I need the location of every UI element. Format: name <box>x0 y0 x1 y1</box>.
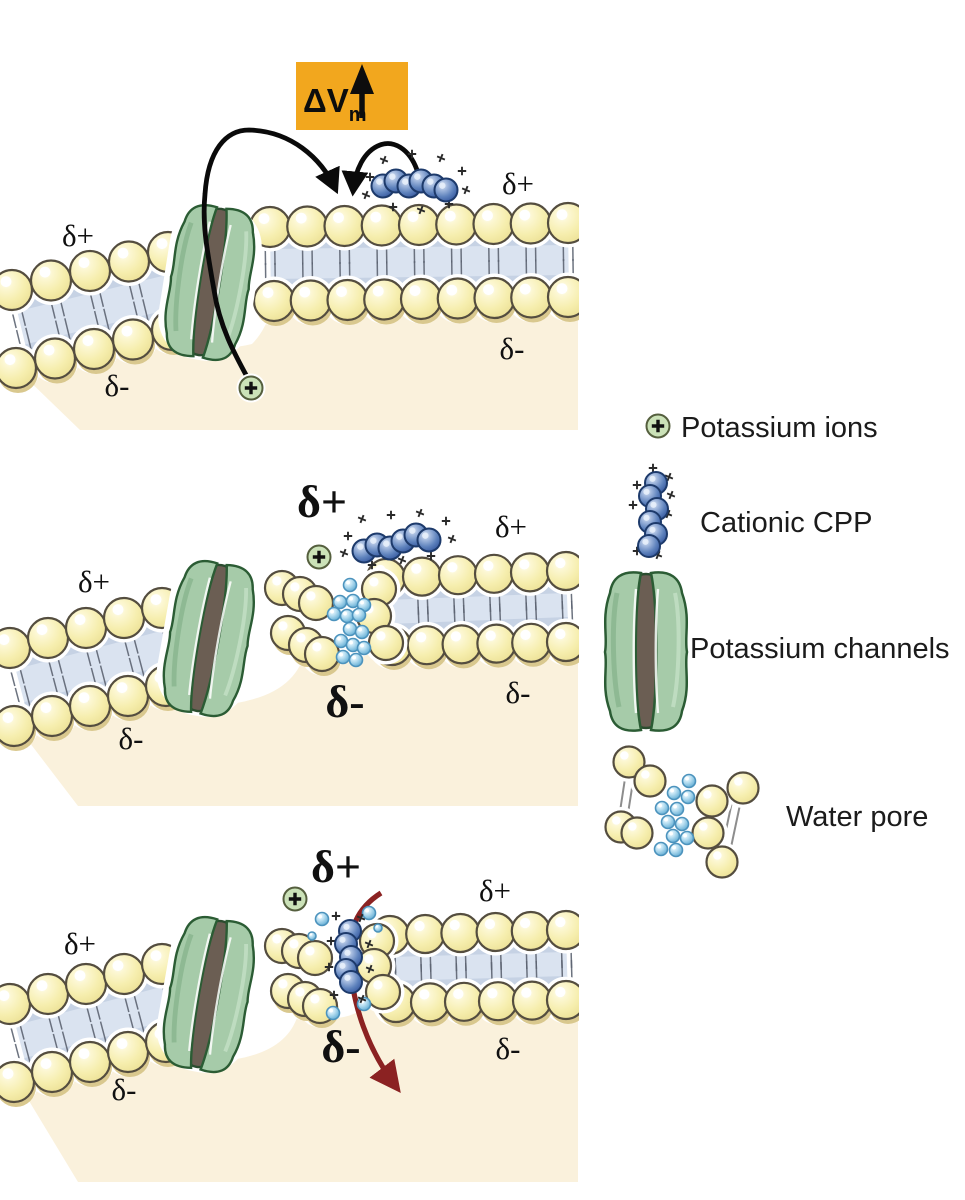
p2-delta-minus-inner-right: δ- <box>506 675 531 710</box>
p1-delta-minus-inner-left: δ- <box>105 368 130 403</box>
potassium-efflux-arrow <box>201 127 340 386</box>
legend-label-cationic-cpp: Cationic CPP <box>700 507 872 539</box>
legend-label-potassium-channels: Potassium channels <box>690 633 950 665</box>
cationic-cpp-icon <box>628 463 676 560</box>
lipid-bilayers <box>0 198 579 1107</box>
p2-delta-minus-inner-left: δ- <box>119 721 144 756</box>
p1-delta-minus-inner-right: δ- <box>500 331 525 366</box>
p3-delta-plus-outer-right: δ+ <box>479 873 511 908</box>
p3-delta-minus-inner-right: δ- <box>496 1031 521 1066</box>
membrane-potential-box <box>296 62 408 130</box>
potassium-ion-icon <box>643 411 673 441</box>
molecules <box>236 149 471 1021</box>
annotations: ΔVm δ+ δ+ δ- δ- δ+ δ+ δ+ δ- δ- δ- δ+ δ+ … <box>62 62 534 1107</box>
p2-delta-minus-pore: δ- <box>325 676 364 727</box>
p3-delta-plus-pore: δ+ <box>311 841 361 892</box>
p1-delta-plus-outer-left: δ+ <box>62 218 94 253</box>
water-pore-icon <box>601 742 763 882</box>
p3-delta-minus-pore: δ- <box>321 1021 360 1072</box>
legend-label-water-pore: Water pore <box>786 801 928 833</box>
legend-label-potassium-ions: Potassium ions <box>681 412 878 444</box>
p2-delta-plus-outer-right: δ+ <box>495 509 527 544</box>
up-arrow-head-icon <box>350 64 374 94</box>
p2-delta-plus-pore: δ+ <box>297 476 347 527</box>
p2-delta-plus-outer-left: δ+ <box>78 564 110 599</box>
p3-delta-minus-inner-left: δ- <box>112 1072 137 1107</box>
legend: Potassium ions Cationic CPP Potassium ch… <box>598 411 950 882</box>
p1-delta-plus-outer-right: δ+ <box>502 166 534 201</box>
potassium-channel-icon <box>598 569 694 733</box>
p3-delta-plus-outer-left: δ+ <box>64 926 96 961</box>
